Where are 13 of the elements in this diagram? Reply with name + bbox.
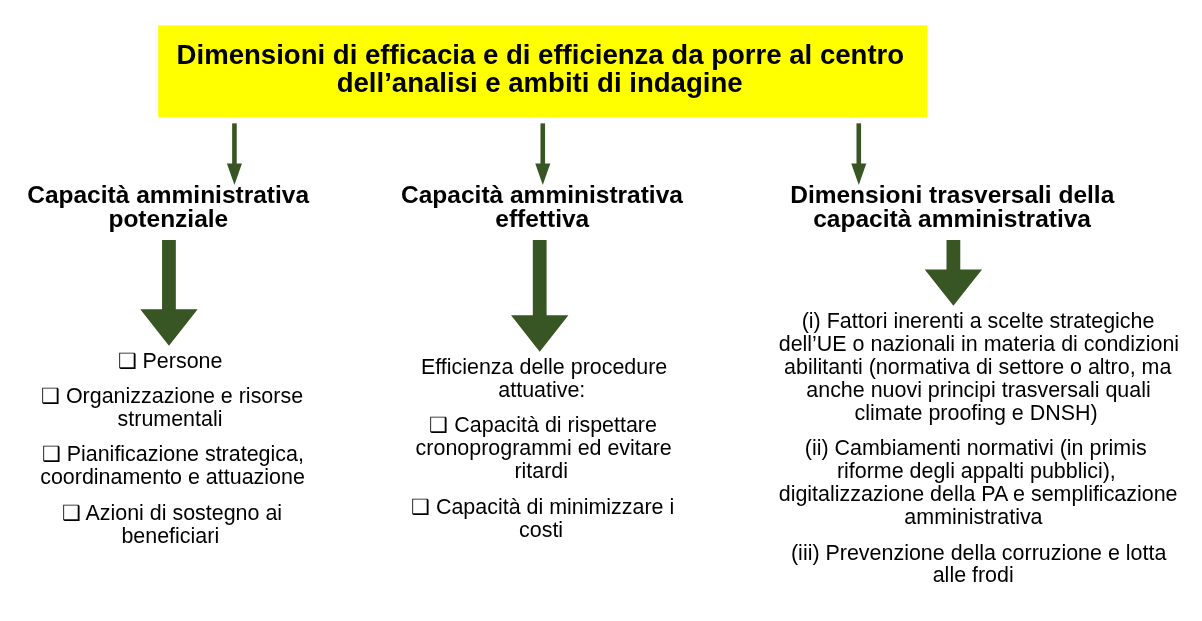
node-text: Efficienza delle procedure attuative: ❑ Capacità di rispettare cronoprogrammi ed evitare ritardi ❑ Capacità di minimizzare i costi bbox=[411, 354, 675, 542]
node-text: Dimensioni trasversali della capacità amministrativa bbox=[790, 180, 1115, 232]
arrow bbox=[851, 122, 867, 185]
arrow bbox=[140, 239, 198, 346]
node-text: Capacità amministrativa potenziale bbox=[27, 180, 310, 232]
node-text: Capacità amministrativa effettiva bbox=[401, 180, 683, 232]
node-text: (i) Fattori inerenti a scelte strategiche dell’UE o nazionali in materia di condizioni abilitanti (normativa di settore o altro, ma anche nuovi principi trasversali quali climate proofing e DNSH) (ii) Cambiamenti normativi (in primis riforme degli appalti pubblici), digitalizzazione della PA e semplificazione amministrativa (iii) Prevenzione della corruzione e lotta alle frodi bbox=[778, 308, 1180, 587]
arrow bbox=[511, 239, 569, 352]
arrow bbox=[535, 122, 551, 185]
node-box: Dimensioni di efficacia e di efficienza da porre al centro dell’analisi e ambiti di indagine bbox=[158, 24, 928, 117]
arrow bbox=[226, 122, 242, 185]
arrow bbox=[924, 239, 983, 306]
node-text: ❑ Persone ❑ Organizzazione e risorse strumentali ❑ Pianificazione strategica, coordinamento e attuazione ❑ Azioni di sostegno ai beneficiari bbox=[40, 348, 305, 548]
